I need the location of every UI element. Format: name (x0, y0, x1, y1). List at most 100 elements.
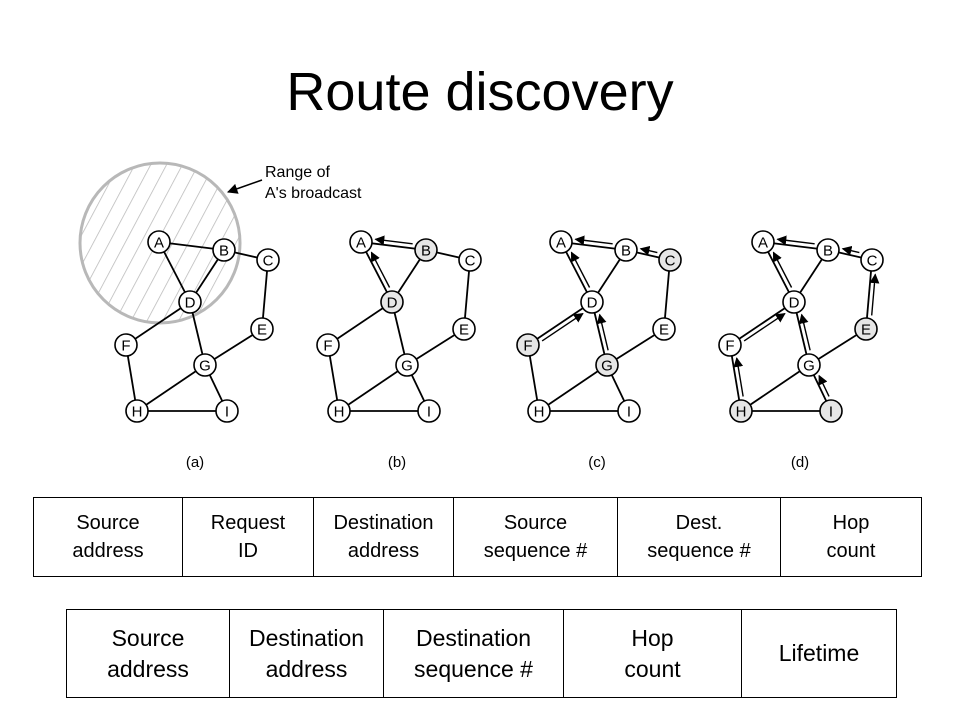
node-e (452, 317, 476, 341)
node-label-f: F (121, 338, 130, 355)
reverse-route-arrow-B-A (776, 235, 815, 246)
node-label-d: D (387, 295, 398, 312)
panel-label: (b) (388, 454, 406, 471)
node-e (854, 317, 878, 341)
edge-D-F (125, 301, 191, 346)
reverse-route-arrow-G-D (596, 313, 609, 351)
node-a (147, 230, 171, 254)
node-e (250, 317, 274, 341)
node-label-h: H (132, 404, 143, 421)
rrep-field-destination-sequence: Destination sequence # (383, 609, 564, 698)
node-i (417, 399, 441, 423)
node-d (782, 290, 806, 314)
node-c (860, 248, 884, 272)
rrep-field-hop-count: Hop count (563, 609, 742, 698)
node-b (414, 238, 438, 262)
node-label-h: H (334, 404, 345, 421)
node-g (595, 353, 619, 377)
panel-label: (a) (186, 454, 204, 471)
reverse-route-arrow-C-B (639, 245, 658, 256)
node-a (751, 230, 775, 254)
range-annotation-label: Range of A's broadcast (265, 164, 362, 202)
node-label-a: A (356, 235, 366, 252)
rreq-field-source-sequence: Source sequence # (453, 497, 618, 577)
node-label-b: B (621, 243, 631, 260)
node-label-f: F (523, 338, 532, 355)
rrep-field-destination-address: Destination address (229, 609, 384, 698)
node-label-e: E (861, 322, 871, 339)
route-request-packet-format: Source address Request ID Destination ad… (33, 497, 922, 577)
node-b (816, 238, 840, 262)
node-h (729, 399, 753, 423)
node-label-b: B (421, 243, 431, 260)
node-b (614, 238, 638, 262)
reverse-route-arrow-D-A (772, 251, 793, 288)
reverse-route-arrow-C-B (841, 245, 860, 256)
node-i (215, 399, 239, 423)
reverse-route-arrow-E-C (869, 273, 880, 316)
node-f (718, 333, 742, 357)
node-h (327, 399, 351, 423)
rreq-field-request-id: Request ID (182, 497, 314, 577)
node-c (458, 248, 482, 272)
edge-G-H (136, 364, 206, 412)
edge-G-H (538, 364, 608, 412)
node-label-i: I (829, 404, 833, 421)
rrep-field-lifetime: Lifetime (741, 609, 897, 698)
edge-D-F (729, 301, 795, 346)
node-label-d: D (789, 295, 800, 312)
reverse-route-arrow-D-A (570, 251, 591, 288)
node-c (256, 248, 280, 272)
rreq-field-destination-address: Destination address (313, 497, 454, 577)
reverse-route-arrow-G-D (798, 313, 811, 351)
route-reply-packet-format: Source address Destination address Desti… (66, 609, 897, 698)
rrep-field-source-address: Source address (66, 609, 230, 698)
node-label-g: G (601, 358, 613, 375)
rreq-field-source-address: Source address (33, 497, 183, 577)
node-d (178, 290, 202, 314)
node-label-i: I (225, 404, 229, 421)
reverse-route-arrow-I-G (818, 374, 830, 397)
node-label-c: C (867, 253, 878, 270)
node-label-a: A (758, 235, 768, 252)
node-label-i: I (627, 404, 631, 421)
node-label-d: D (587, 295, 598, 312)
node-label-g: G (401, 358, 413, 375)
panel-label: (c) (588, 454, 606, 471)
node-b (212, 238, 236, 262)
reverse-route-arrow-B-A (374, 235, 413, 246)
node-label-f: F (725, 338, 734, 355)
reverse-route-arrow-B-A (574, 235, 613, 246)
reverse-route-arrow-F-D (743, 312, 786, 342)
rreq-field-hop-count: Hop count (780, 497, 922, 577)
node-label-d: D (185, 295, 196, 312)
node-label-e: E (459, 322, 469, 339)
graph-panel-c: A B C D E F G H I (c) (516, 230, 682, 471)
node-label-c: C (665, 253, 676, 270)
node-c (658, 248, 682, 272)
node-f (114, 333, 138, 357)
node-label-g: G (803, 358, 815, 375)
node-h (125, 399, 149, 423)
node-label-i: I (427, 404, 431, 421)
node-label-b: B (219, 243, 229, 260)
node-label-f: F (323, 338, 332, 355)
node-label-e: E (659, 322, 669, 339)
node-label-a: A (556, 235, 566, 252)
edge-D-F (527, 301, 593, 346)
node-e (652, 317, 676, 341)
node-label-c: C (263, 253, 274, 270)
reverse-route-arrow-D-A (370, 251, 391, 288)
node-a (349, 230, 373, 254)
node-h (527, 399, 551, 423)
node-i (617, 399, 641, 423)
rreq-field-dest-sequence: Dest. sequence # (617, 497, 781, 577)
node-f (516, 333, 540, 357)
node-a (549, 230, 573, 254)
edge-D-F (327, 301, 393, 346)
node-label-h: H (736, 404, 747, 421)
node-i (819, 399, 843, 423)
node-label-h: H (534, 404, 545, 421)
